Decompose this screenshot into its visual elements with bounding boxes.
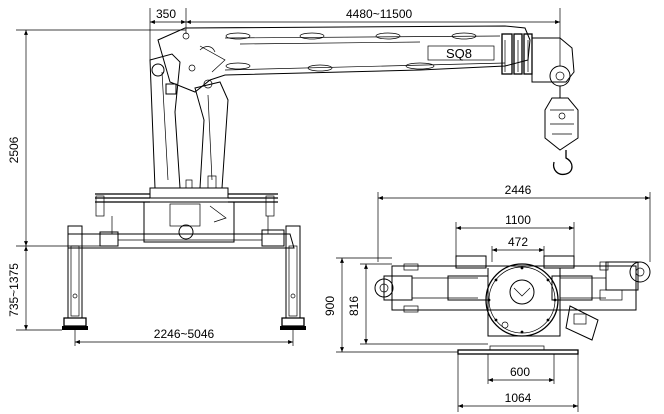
dim-width-1100-label: 1100 <box>505 213 531 227</box>
dim-boom-reach-label: 4480~11500 <box>346 7 413 21</box>
side-view-dimensions: 350 4480~11500 2506 735~1375 2246~5046 <box>7 7 561 346</box>
top-view-base-plate <box>457 345 579 355</box>
telescopic-boom <box>157 25 531 93</box>
dim-height-label: 2506 <box>7 136 21 163</box>
dim-width-1064-label: 1064 <box>505 391 532 405</box>
hook-block <box>544 86 579 176</box>
top-view-dimensions: 2446 1100 472 900 816 600 <box>323 183 651 412</box>
crane-column <box>149 53 229 189</box>
top-view-crane: 2446 1100 472 900 816 600 <box>323 183 651 412</box>
model-label: SQ8 <box>446 46 472 61</box>
outrigger-right <box>280 225 306 330</box>
boom-head <box>501 33 575 87</box>
side-view-crane: SQ8 <box>7 7 579 346</box>
dim-offset-label: 350 <box>156 7 176 21</box>
outrigger-left <box>62 225 88 330</box>
dim-height-816-label: 816 <box>347 296 361 316</box>
dim-width-600-label: 600 <box>510 365 530 379</box>
crane-base <box>67 187 295 249</box>
dim-total-width-label: 2446 <box>505 183 532 197</box>
top-view-turntable <box>485 263 599 341</box>
dim-height-900-label: 900 <box>323 296 337 316</box>
top-view-beam <box>374 255 651 313</box>
dim-outrigger-height-label: 735~1375 <box>7 263 21 317</box>
dim-width-472-label: 472 <box>508 235 528 249</box>
dim-outrigger-span-label: 2246~5046 <box>154 327 215 341</box>
